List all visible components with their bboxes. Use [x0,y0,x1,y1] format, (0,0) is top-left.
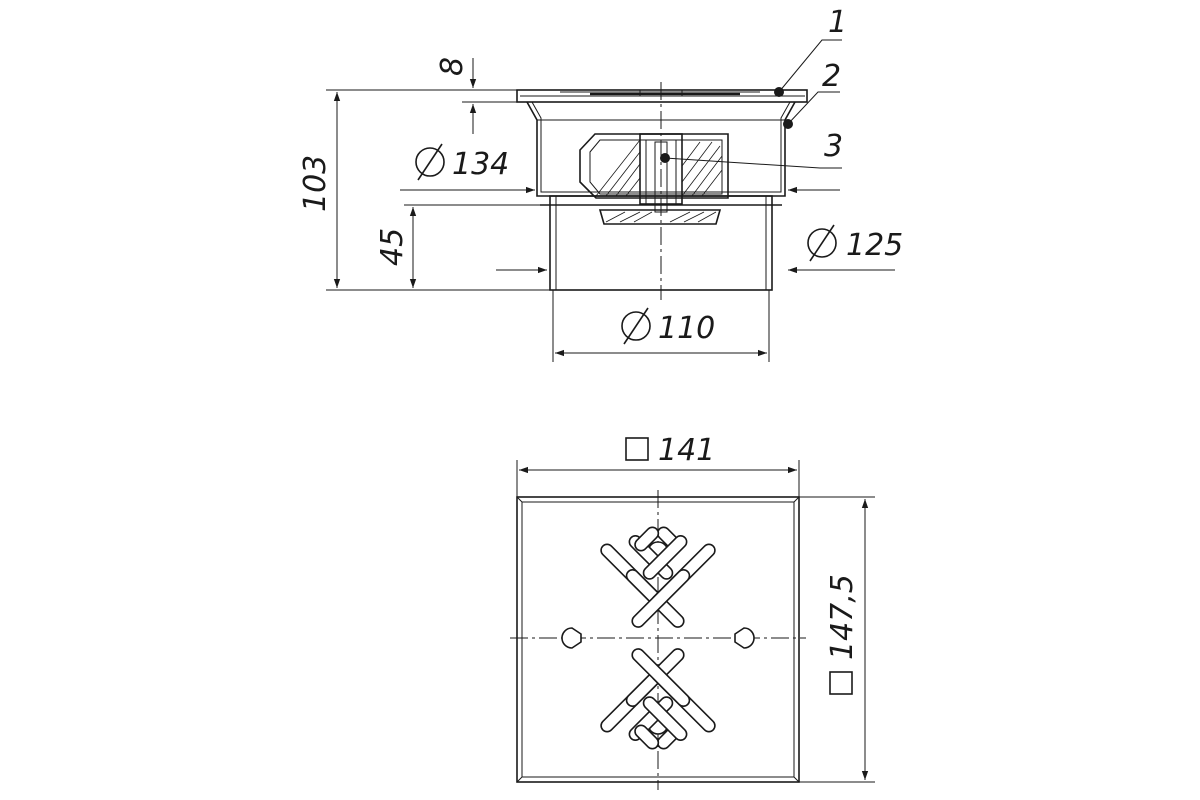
dimension-total-height: 103 [298,89,550,291]
grate-quadrant-bottom-right [631,648,716,750]
callouts: 1 2 3 [660,5,847,169]
dimension-141-label: 141 [658,433,715,468]
diameter-symbol-icon [621,307,651,345]
top-view: 141 147,5 [510,433,875,790]
grate-quadrant-top-right [631,526,716,628]
dimension-height-147-5: 147,5 [799,496,875,783]
dimension-8-label: 8 [435,57,470,76]
callout-label-1: 1 [828,5,847,40]
callout-leader-1 [778,39,842,93]
siphon-assembly [579,133,729,225]
siphon-hatching [595,139,723,197]
dimension-103-label: 103 [298,155,333,212]
dimension-diameter-110: 110 [552,290,770,362]
diameter-symbol-icon [415,143,445,181]
side-view: 1 2 3 103 45 8 [298,5,903,362]
dimension-flange-thickness: 8 [435,57,527,134]
dimension-125-label: 125 [846,228,903,263]
cone-hatching [605,211,717,223]
dimension-45-label: 45 [375,228,410,266]
dimension-110-label: 110 [658,311,715,346]
dimension-pipe-height: 45 [375,204,540,288]
dimension-diameter-134: 134 [400,143,535,194]
square-symbol-icon [829,671,853,695]
callout-label-3: 3 [824,129,843,164]
square-symbol-icon [625,437,649,461]
callout-leader-3 [664,157,842,169]
callout-leader-2 [787,91,840,125]
diameter-symbol-icon [807,224,837,262]
dimension-width-141: 141 [516,433,800,497]
dimension-147-5-label: 147,5 [825,574,860,660]
dimension-diameter-125: 125 [784,186,903,274]
callout-label-2: 2 [822,59,841,94]
top-grate-flange [516,89,808,103]
grate-slots [561,526,755,750]
dimension-134-label: 134 [452,147,509,182]
outlet-pipe [540,195,782,291]
